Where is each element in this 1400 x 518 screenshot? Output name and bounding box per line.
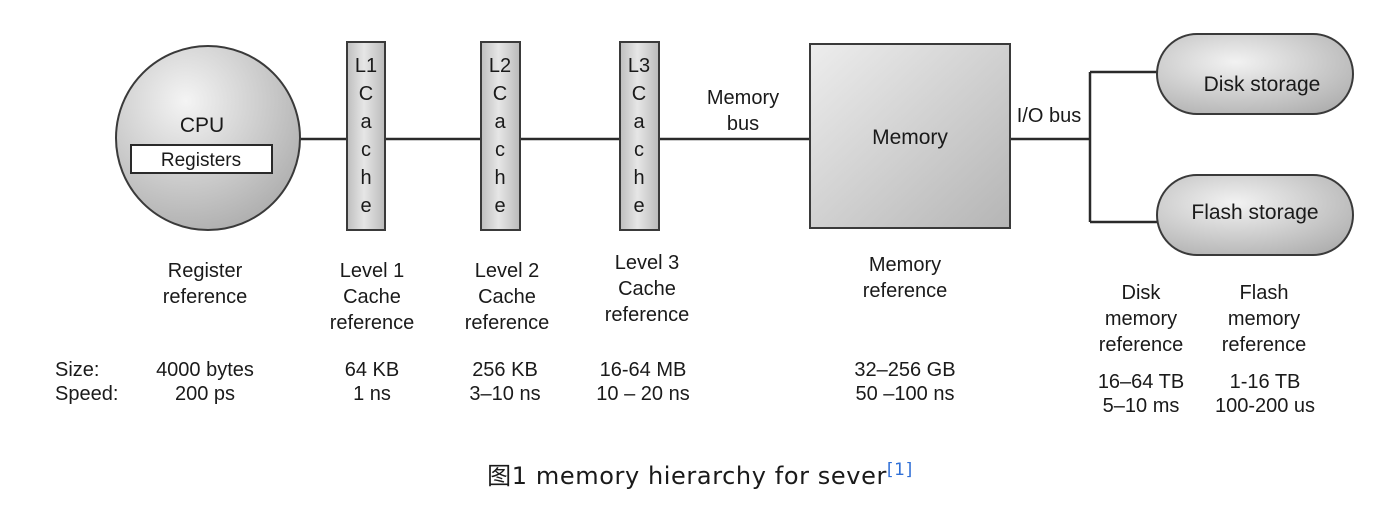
disk-stats: 16–64 TB 5–10 ms (1080, 370, 1202, 418)
speed-row-label: Speed: (55, 383, 119, 405)
l2-stats: 256 KB 3–10 ns (445, 358, 565, 406)
memory-speed: 50 –100 ns (855, 383, 955, 405)
svg-text:C: C (359, 83, 373, 105)
l2-size: 256 KB (472, 359, 538, 381)
l3-cache-reference: Level 3 Cache reference (604, 252, 690, 326)
memory-reference: Memory reference (862, 254, 948, 302)
register-size: 4000 bytes (156, 359, 254, 381)
register-reference: Register reference (162, 260, 248, 308)
memory-label: Memory (872, 126, 948, 149)
register-speed: 200 ps (174, 383, 236, 405)
svg-text:h: h (633, 167, 644, 189)
flash-size: 1-16 TB (1229, 371, 1301, 393)
flash-stats: 1-16 TB 100-200 us (1200, 370, 1330, 418)
disk-speed: 5–10 ms (1102, 395, 1180, 417)
flash-storage-pill (1156, 174, 1354, 256)
svg-text:a: a (633, 111, 645, 133)
l1-cache-reference: Level 1 Cache reference (329, 260, 415, 334)
l1-stats: 64 KB 1 ns (316, 358, 428, 406)
svg-text:e: e (360, 195, 371, 217)
memory-hierarchy-diagram: CPU Registers L1 C a c h e L2 C a c h e … (115, 33, 1354, 256)
caption-reference: [1] (887, 456, 913, 480)
svg-text:C: C (632, 83, 646, 105)
svg-text:a: a (494, 111, 506, 133)
disk-size: 16–64 TB (1097, 371, 1185, 393)
disk-storage-pill (1156, 33, 1354, 115)
io-bus-label: I/O bus (1017, 105, 1081, 127)
caption-text: 图1 memory hierarchy for sever (487, 462, 887, 490)
l2-cache-bar: L2 C a c h e (480, 41, 521, 231)
l3-cache-bar: L3 C a c h e (619, 41, 660, 231)
cpu-label: CPU (180, 114, 224, 137)
figure-caption: 图1 memory hierarchy for sever[1] (0, 456, 1400, 491)
l1-cache-bar: L1 C a c h e (346, 41, 386, 231)
cpu-circle (115, 45, 301, 231)
io-bus-branch (1088, 70, 1157, 224)
l1-size: 64 KB (344, 359, 400, 381)
flash-memory-reference: Flash memory reference (1221, 282, 1307, 356)
l2-cache-reference: Level 2 Cache reference (464, 260, 550, 334)
l3-stats: 16-64 MB 10 – 20 ns (578, 358, 708, 406)
svg-text:C: C (493, 83, 507, 105)
memory-bus-label-line1: Memory (707, 87, 779, 109)
svg-text:h: h (494, 167, 505, 189)
memory-size: 32–256 GB (854, 359, 956, 381)
svg-text:a: a (360, 111, 372, 133)
memory-stats: 32–256 GB 50 –100 ns (830, 358, 980, 406)
l1-speed: 1 ns (353, 383, 391, 405)
registers-box (130, 144, 273, 174)
size-row-label: Size: (55, 359, 100, 381)
svg-text:L2: L2 (489, 55, 511, 77)
registers-label: Registers (161, 150, 241, 171)
l3-size: 16-64 MB (599, 359, 687, 381)
svg-text:L1: L1 (355, 55, 377, 77)
disk-storage-label: Disk storage (1204, 73, 1321, 96)
citation-link[interactable]: [1] (886, 460, 913, 480)
memory-box (809, 43, 1011, 229)
svg-text:c: c (361, 139, 371, 161)
disk-memory-reference: Disk memory reference (1098, 282, 1184, 356)
flash-storage-label: Flash storage (1191, 201, 1318, 224)
svg-text:c: c (634, 139, 644, 161)
l2-speed: 3–10 ns (469, 383, 541, 405)
svg-text:L3: L3 (628, 55, 650, 77)
flash-speed: 100-200 us (1214, 395, 1316, 417)
svg-text:c: c (495, 139, 505, 161)
svg-text:e: e (494, 195, 505, 217)
l3-speed: 10 – 20 ns (596, 383, 690, 405)
memory-bus-label-line2: bus (727, 113, 759, 135)
svg-text:h: h (360, 167, 371, 189)
register-stats: 4000 bytes 200 ps (130, 358, 280, 406)
svg-text:e: e (633, 195, 644, 217)
